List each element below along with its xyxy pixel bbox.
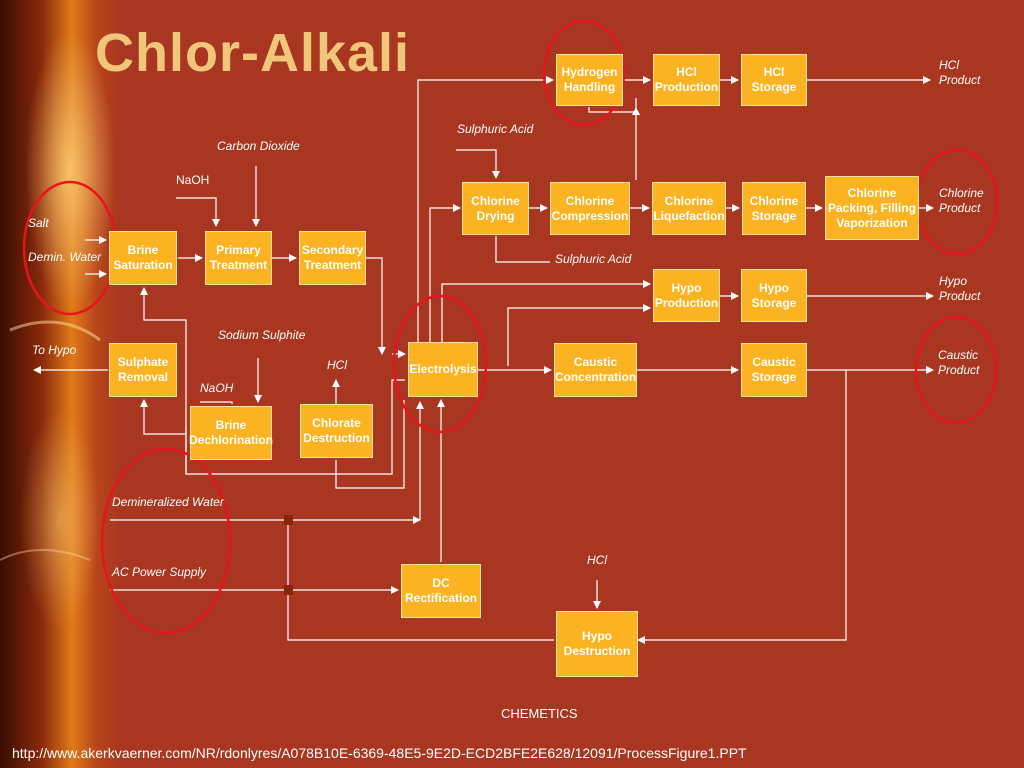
sulphate-removal-box: Sulphate Removal (109, 343, 177, 397)
dc-rectification-box: DC Rectification (401, 564, 481, 618)
chlorate-destruction-box: Chlorate Destruction (300, 404, 373, 458)
carbon-dioxide-label: Carbon Dioxide (217, 139, 300, 153)
hypo-production-box: Hypo Production (653, 269, 720, 322)
sodium-sulphite-label: Sodium Sulphite (218, 328, 306, 342)
hypo-product-label: Hypo Product (939, 274, 981, 303)
brine-dechlorination-box: Brine Dechlorination (189, 406, 273, 460)
brine-saturation-box: Brine Saturation (109, 231, 177, 285)
hcl-mid-label: HCl (327, 358, 347, 372)
source-url[interactable]: http://www.akerkvaerner.com/NR/rdonlyres… (12, 745, 747, 761)
hypo-storage-box: Hypo Storage (741, 269, 807, 322)
chlorine-product-label: Chlorine Product (939, 186, 984, 215)
chlorine-storage-box: Chlorine Storage (742, 182, 806, 235)
caustic-product-label: Caustic Product (938, 348, 980, 377)
hcl-bottom-label: HCl (587, 553, 607, 567)
hypo-destruction-box: Hypo Destruction (556, 611, 638, 677)
demin-water-label: Demin. Water (28, 250, 102, 264)
hcl-production-box: HCl Production (653, 54, 720, 106)
chlorine-compression-box: Chlorine Compression (550, 182, 630, 235)
chlorine-packing-box: Chlorine Packing, Filling Vaporization (825, 176, 919, 240)
chlorine-liquefaction-box: Chlorine Liquefaction (652, 182, 726, 235)
naoh-mid-label: NaOH (200, 381, 234, 395)
sulphuric-acid-top-label: Sulphuric Acid (457, 122, 534, 136)
to-hypo-label: To Hypo (32, 343, 77, 357)
caustic-storage-box: Caustic Storage (741, 343, 807, 397)
demineralized-water-label: Demineralized Water (112, 495, 224, 509)
salt-label: Salt (28, 216, 49, 230)
naoh-top-label: NaOH (176, 173, 210, 187)
hcl-storage-box: HCl Storage (741, 54, 807, 106)
page-title: Chlor-Alkali (95, 23, 411, 83)
caustic-concentration-box: Caustic Concentration (554, 343, 637, 397)
primary-treatment-box: Primary Treatment (205, 231, 272, 285)
chemetics-footer: CHEMETICS (501, 706, 578, 721)
electrolysis-box: Electrolysis (408, 342, 478, 397)
hydrogen-handling-box: Hydrogen Handling (556, 54, 623, 106)
ac-power-supply-label: AC Power Supply (112, 565, 207, 579)
sulphuric-acid-bottom-label: Sulphuric Acid (555, 252, 632, 266)
chlorine-drying-box: Chlorine Drying (462, 182, 529, 235)
secondary-treatment-box: Secondary Treatment (299, 231, 366, 285)
hcl-product-label: HCl Product (939, 58, 981, 87)
